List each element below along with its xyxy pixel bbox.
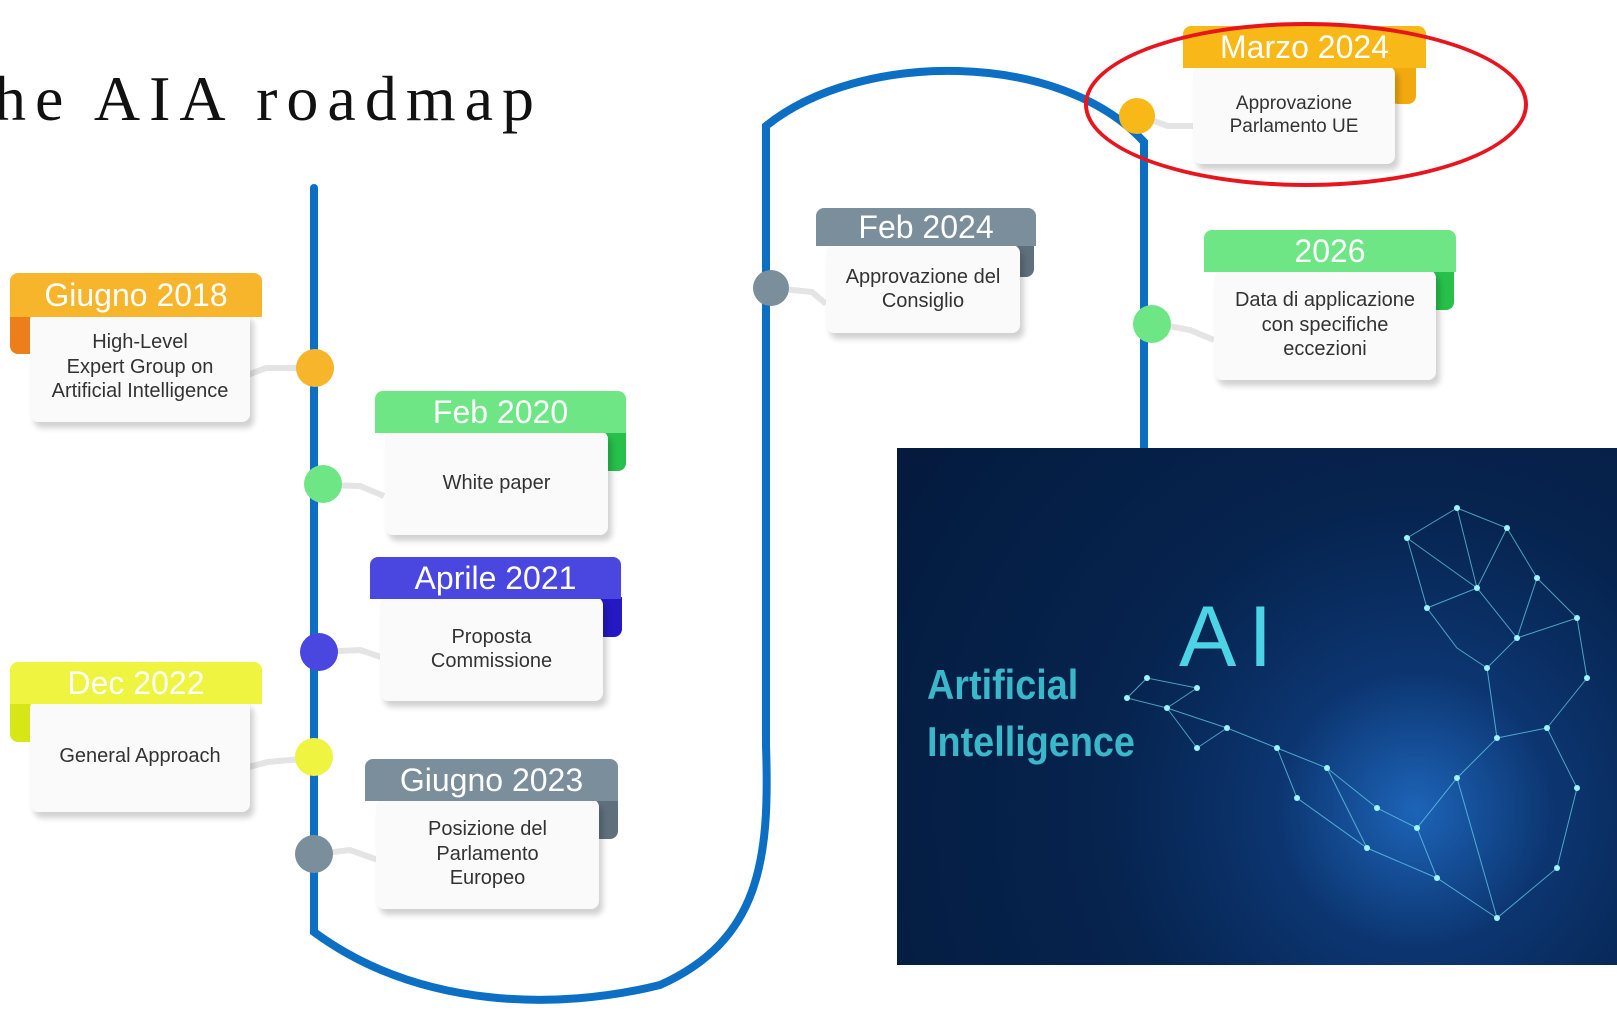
milestone-date: Feb 2024: [816, 208, 1036, 246]
milestone-text: Proposta Commissione: [380, 597, 603, 701]
ai-illustration: AI Artificial Intelligence: [897, 448, 1617, 965]
timeline-dot: [295, 835, 333, 873]
milestone-text: Posizione del Parlamento Europeo: [376, 799, 599, 909]
milestone-text: High-Level Expert Group on Artificial In…: [30, 312, 250, 422]
timeline-dot: [296, 349, 334, 387]
ai-letters: AI: [1179, 589, 1285, 685]
milestone-date: 2026: [1204, 230, 1456, 272]
timeline-dot: [295, 738, 333, 776]
milestone-text: General Approach: [30, 700, 250, 812]
milestone-text: Approvazione del Consiglio: [826, 245, 1020, 333]
timeline-dot: [300, 633, 338, 671]
ai-caption: Artificial Intelligence: [927, 656, 1135, 770]
milestone-date: Feb 2020: [375, 391, 626, 433]
milestone-date: Dec 2022: [10, 662, 262, 704]
milestone-date: Aprile 2021: [370, 557, 621, 599]
timeline-dot: [1133, 305, 1171, 343]
timeline-dot: [304, 465, 342, 503]
ai-caption-line2: Intelligence: [927, 718, 1135, 765]
ai-caption-line1: Artificial: [927, 661, 1079, 708]
timeline-dot: [753, 270, 789, 306]
highlight-circle: [1084, 22, 1528, 187]
milestone-date: Giugno 2018: [10, 273, 262, 317]
milestone-date: Giugno 2023: [365, 759, 618, 801]
network-figure-icon: [1124, 505, 1590, 921]
milestone-text: Data di applicazione con specifiche ecce…: [1214, 270, 1436, 380]
page-title: he AIA roadmap: [0, 63, 543, 134]
milestone-text: White paper: [385, 431, 608, 535]
